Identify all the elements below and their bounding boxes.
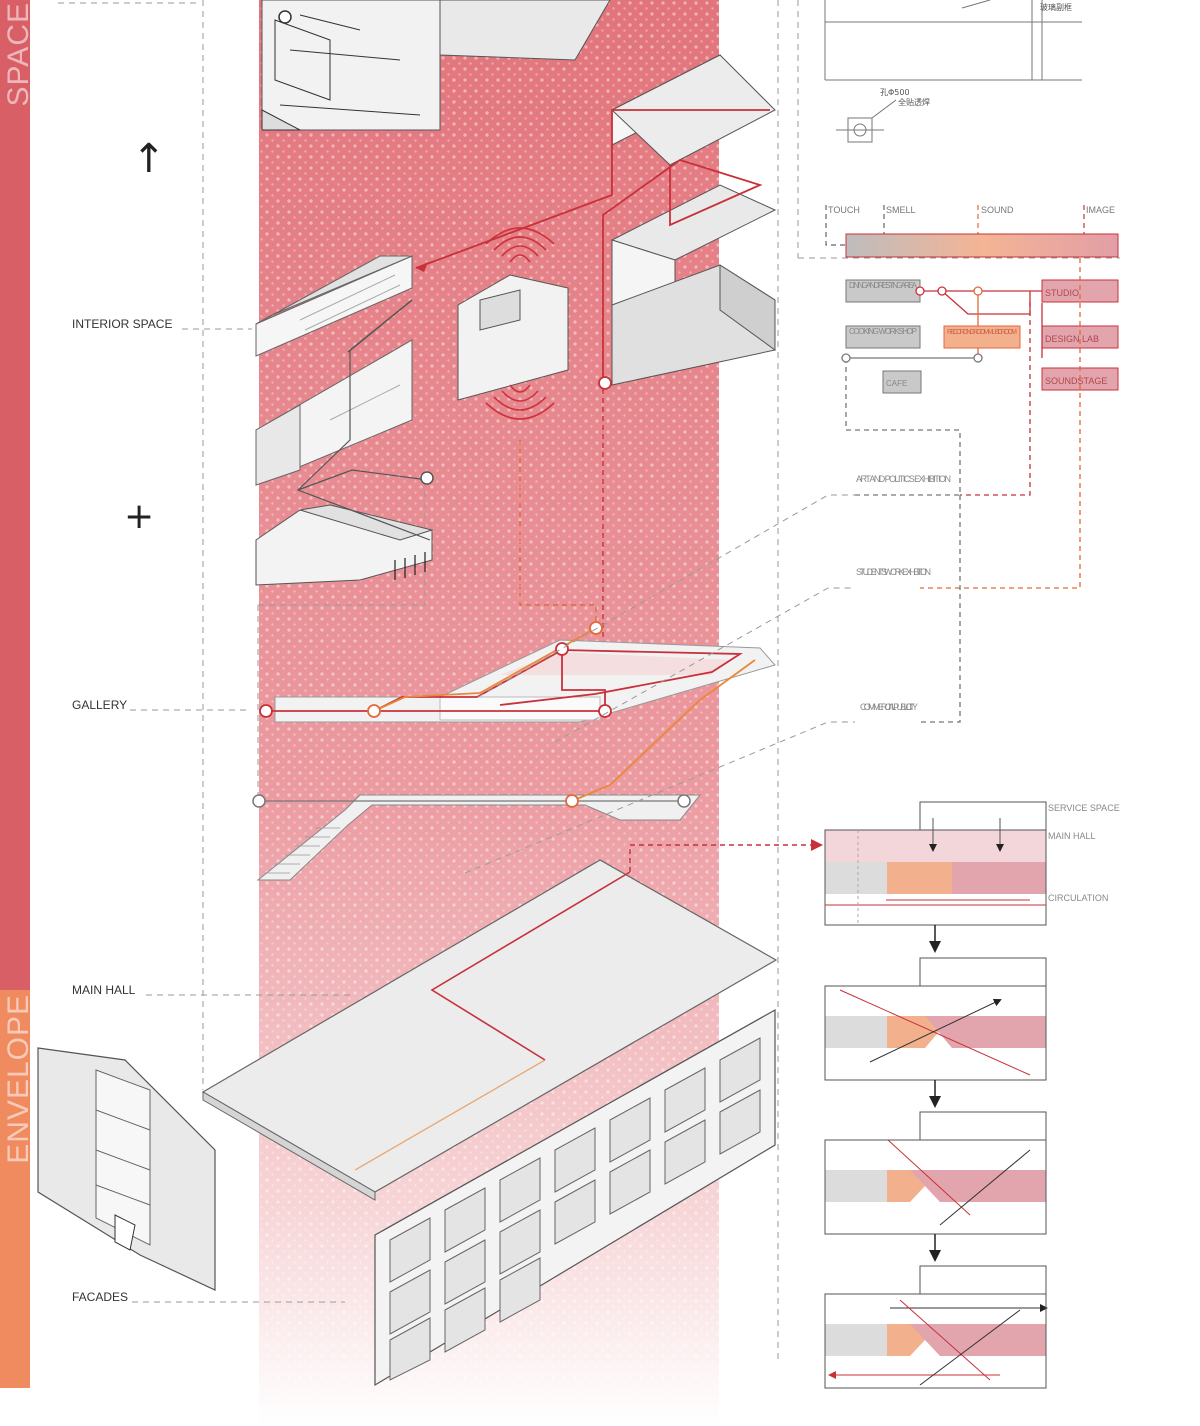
interior-node	[420, 471, 434, 485]
up-arrow-operator: ↑	[132, 136, 166, 182]
exhibition-students: STUDENTS' WORK EXHIBITION	[856, 567, 931, 577]
sense-touch: TOUCH	[828, 205, 860, 215]
exhibition-commercial: COMMERCIAL PUBLICITY	[860, 702, 918, 712]
section-diagram-4	[824, 1265, 1048, 1389]
detail-drawing	[824, 0, 1082, 143]
exhibition-art: ART AND POLITICS EXHIBITION	[856, 474, 951, 484]
room-cafe: CAFE	[886, 379, 907, 388]
gallery-ramp-lower	[252, 659, 756, 881]
label-main-hall: MAIN HALL	[72, 983, 136, 997]
sound-wave-icon-upper	[485, 227, 555, 263]
label-interior-space: INTERIOR SPACE	[72, 317, 172, 331]
detail-note-3: 全贴透焊	[898, 97, 930, 107]
room-boxes	[845, 279, 1119, 394]
top-building-fragment	[261, 0, 611, 131]
envelope-side-band	[0, 990, 30, 1388]
sense-image: IMAGE	[1086, 205, 1115, 215]
room-soundstage: SOUNDSTAGE	[1045, 376, 1107, 386]
layer-label-leaders	[130, 328, 350, 1303]
room-studio: STUDIO	[1045, 288, 1079, 298]
label-gallery: GALLERY	[72, 698, 127, 712]
main-hall-slab	[201, 839, 823, 1201]
sense-smell: SMELL	[886, 205, 916, 215]
room-connectors	[845, 258, 1081, 723]
sound-wave-icon-lower	[485, 384, 555, 420]
interior-module-studio	[610, 54, 777, 386]
legend-circulation: CIRCULATION	[1048, 893, 1108, 903]
interior-module-kitchen	[255, 339, 413, 486]
exhibition-leaders	[464, 494, 855, 874]
section-diagram-2	[824, 957, 1047, 1081]
interior-circulation-lines	[296, 109, 770, 700]
detail-note-1: 玻璃副框	[1040, 2, 1072, 12]
sense-gradient-bar	[845, 233, 1119, 258]
gallery-nodes	[259, 621, 612, 718]
interior-arrowhead	[416, 262, 428, 272]
gallery-circulation-lines	[266, 627, 743, 712]
interior-node-red	[598, 376, 612, 390]
legend-main-hall: MAIN HALL	[1048, 831, 1096, 841]
interior-module-cafe	[255, 504, 434, 586]
detail-note-2: 孔Φ500	[880, 88, 910, 97]
facade-panel-side	[37, 1047, 216, 1291]
space-side-band	[0, 0, 30, 990]
legend-service-space: SERVICE SPACE	[1048, 803, 1120, 813]
section-diagram-3	[824, 1111, 1047, 1235]
room-design-lab: DESIGN LAB	[1045, 334, 1099, 344]
guide-lines	[202, 0, 1120, 1360]
sense-sound: SOUND	[981, 205, 1014, 215]
plus-operator: +	[124, 496, 154, 537]
sense-dashed-lines	[825, 205, 1085, 246]
room-recording: RECORDING ROOM MUSIC ROOM	[947, 329, 1017, 336]
room-dining: DINING AND RESTING AREA	[849, 281, 918, 290]
label-facades: FACADES	[72, 1290, 128, 1304]
section-diagram-1	[824, 801, 1047, 926]
gallery-walkway-upper	[274, 639, 776, 723]
interior-module-dining	[255, 255, 413, 357]
facade-panel-main	[374, 1008, 776, 1387]
room-cooking: COOKING WORKSHOP	[849, 327, 917, 336]
interior-module-recording	[457, 274, 569, 401]
room-nodes	[841, 286, 983, 363]
